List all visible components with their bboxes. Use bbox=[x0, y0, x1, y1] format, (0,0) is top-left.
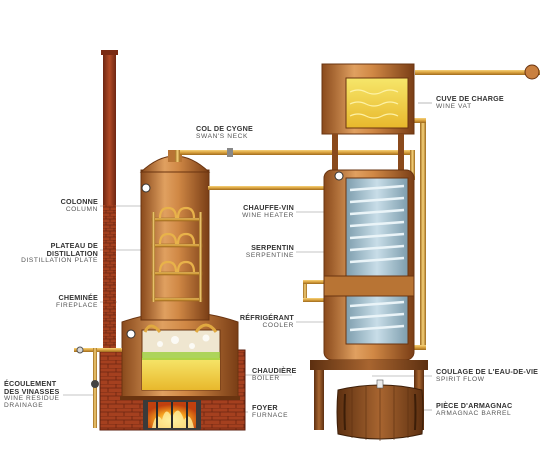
label-refrigerant: RÉFRIGÉRANT COOLER bbox=[220, 314, 294, 329]
label-piece-fr: PIÈCE D'ARMAGNAC bbox=[436, 401, 513, 410]
label-piece-en: ARMAGNAC BARREL bbox=[436, 409, 512, 417]
boiler bbox=[120, 311, 240, 400]
label-col-cygne: COL DE CYGNE SWAN'S NECK bbox=[196, 125, 306, 140]
label-serpentin: SERPENTIN SERPENTINE bbox=[220, 244, 294, 259]
label-piece: PIÈCE D'ARMAGNAC ARMAGNAC BARREL bbox=[436, 402, 540, 417]
label-ecoulement-fr2: DES VINASSES bbox=[4, 386, 60, 396]
label-coulage-en: SPIRIT FLOW bbox=[436, 375, 485, 383]
label-coulage: COULAGE DE L'EAU-DE-VIE SPIRIT FLOW bbox=[436, 368, 540, 383]
wine-vat bbox=[321, 63, 415, 174]
label-col-cygne-fr: COL DE CYGNE bbox=[196, 124, 253, 133]
label-ecoulement: ÉCOULEMENT DES VINASSES WINE RESIDUE DRA… bbox=[4, 380, 74, 410]
label-col-cygne-en: SWAN'S NECK bbox=[196, 132, 248, 140]
armagnac-barrel bbox=[336, 379, 424, 441]
label-cuve: CUVE DE CHARGE WINE VAT bbox=[436, 95, 536, 110]
label-plateau-en: DISTILLATION PLATE bbox=[21, 257, 98, 265]
column bbox=[139, 150, 211, 321]
label-chaudiere-fr: CHAUDIÈRE bbox=[252, 366, 297, 375]
cooler-tower bbox=[323, 169, 415, 361]
label-foyer: FOYER FURNACE bbox=[252, 404, 312, 419]
label-cheminee: CHEMINÉE FIREPLACE bbox=[10, 294, 98, 309]
label-ecoulement-en1: WINE RESIDUE bbox=[4, 395, 60, 403]
label-colonne-fr: COLONNE bbox=[60, 197, 98, 206]
label-serpentin-en: SERPENTINE bbox=[245, 251, 294, 259]
label-cuve-fr: CUVE DE CHARGE bbox=[436, 94, 504, 103]
label-colonne: COLONNE COLUMN bbox=[10, 198, 98, 213]
label-chauffe-vin-fr: CHAUFFE-VIN bbox=[243, 203, 294, 212]
label-cheminee-en: FIREPLACE bbox=[55, 301, 98, 309]
label-serpentin-fr: SERPENTIN bbox=[251, 243, 294, 252]
label-foyer-en: FURNACE bbox=[252, 411, 289, 419]
label-foyer-fr: FOYER bbox=[252, 403, 278, 412]
label-chaudiere-en: BOILER bbox=[252, 374, 280, 382]
label-ecoulement-fr1: ÉCOULEMENT bbox=[4, 379, 57, 388]
label-ecoulement-en2: DRAINAGE bbox=[4, 402, 44, 410]
label-chaudiere: CHAUDIÈRE BOILER bbox=[252, 367, 322, 382]
label-chauffe-vin: CHAUFFE-VIN WINE HEATER bbox=[220, 204, 294, 219]
label-coulage-fr: COULAGE DE L'EAU-DE-VIE bbox=[436, 367, 539, 376]
label-plateau-fr: PLATEAU DE DISTILLATION bbox=[46, 241, 98, 258]
label-refrigerant-en: COOLER bbox=[262, 321, 294, 329]
label-cheminee-fr: CHEMINÉE bbox=[58, 293, 98, 302]
label-chauffe-vin-en: WINE HEATER bbox=[242, 211, 294, 219]
label-colonne-en: COLUMN bbox=[65, 205, 98, 213]
label-cuve-en: WINE VAT bbox=[436, 102, 472, 110]
label-refrigerant-fr: RÉFRIGÉRANT bbox=[239, 313, 294, 322]
label-plateau: PLATEAU DE DISTILLATION DISTILLATION PLA… bbox=[0, 242, 98, 265]
